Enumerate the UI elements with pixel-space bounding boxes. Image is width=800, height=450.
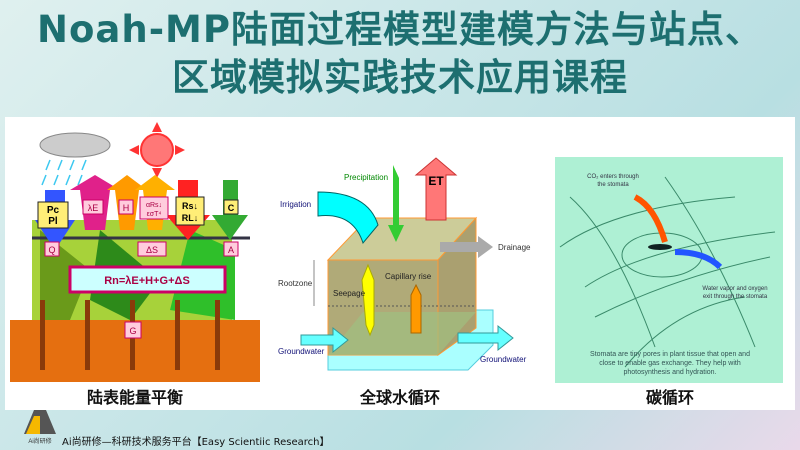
stomata-icon (648, 244, 672, 250)
label-groundwater-out: Groundwater (480, 355, 527, 364)
label-ds: ΔS (146, 245, 158, 255)
energy-balance-diagram: Pc Pl λE H αRs↓ εσT⁴ Rs↓ RL↓ C Q ΔS A Rn… (10, 120, 260, 382)
logo-text: Ai尚研修 (28, 437, 51, 445)
label-description-2: close to enable gas exchange. They help … (599, 360, 741, 367)
label-le: λE (88, 203, 99, 213)
label-a: A (228, 245, 234, 255)
label-description-3: photosynthesis and hydration. (623, 369, 716, 376)
label-eot: εσT⁴ (147, 211, 162, 218)
drainage-arrow (440, 236, 493, 258)
label-equation: Rn=λE+H+G+ΔS (104, 275, 190, 287)
label-ars: αRs↓ (146, 202, 162, 209)
logo-icon: Ai尚研修 (24, 410, 56, 445)
label-co2-2: the stomata (597, 182, 629, 188)
label-g: G (129, 326, 136, 336)
water-cycle-diagram: ET Precipitation Irrigation Drainage Roo… (278, 157, 531, 371)
label-groundwater-in: Groundwater (278, 347, 325, 356)
label-pc: Pc (47, 205, 60, 216)
precipitation-arrow (388, 165, 404, 242)
label-rl: RL↓ (182, 213, 199, 223)
page-title: Noah-MP陆面过程模型建模方法与站点、 区域模拟实践技术应用课程 (0, 6, 800, 102)
label-water-vapor-1: Water vapor and oxygen (702, 286, 767, 292)
irrigation-arrow (317, 191, 379, 245)
caption-carbon-cycle: 碳循环 (645, 388, 694, 407)
caption-energy-balance: 陆表能量平衡 (86, 388, 183, 407)
footer-text: Ai尚研修—科研技术服务平台【Easy Scientiic Research】 (62, 437, 330, 448)
label-precipitation: Precipitation (344, 173, 388, 182)
title-line-1: Noah-MP陆面过程模型建模方法与站点、 (37, 8, 763, 51)
label-c: C (228, 203, 235, 213)
water-vapor-arrow (674, 249, 723, 270)
label-description-1: Stomata are tiny pores in plant tissue t… (590, 351, 750, 358)
label-et: ET (428, 174, 444, 188)
label-pl: Pl (48, 216, 58, 227)
label-rs: Rs↓ (182, 201, 198, 211)
et-arrow (414, 157, 458, 221)
label-co2-1: CO₂ enters through (587, 174, 639, 180)
rain-icon (41, 159, 87, 186)
label-irrigation: Irrigation (280, 200, 311, 209)
groundwater-in-arrow (300, 326, 349, 354)
label-rootzone: Rootzone (278, 279, 313, 288)
groundwater-out-arrow (457, 324, 514, 352)
sun-icon (129, 122, 185, 178)
caption-water-cycle: 全球水循环 (359, 388, 440, 407)
label-water-vapor-2: exit through the stomata (703, 294, 768, 300)
seepage-arrow (361, 263, 375, 337)
label-h: H (123, 203, 130, 213)
co2-arrow (633, 194, 668, 243)
label-capillary-rise: Capillary rise (385, 272, 432, 281)
title-line-2: 区域模拟实践技术应用课程 (172, 56, 628, 99)
label-q: Q (48, 245, 55, 255)
label-drainage: Drainage (498, 243, 531, 252)
cloud-icon (39, 132, 111, 158)
capillary-arrow (410, 283, 422, 334)
label-seepage: Seepage (333, 289, 366, 298)
carbon-cycle-diagram: CO₂ enters through the stomata Water vap… (555, 157, 783, 383)
